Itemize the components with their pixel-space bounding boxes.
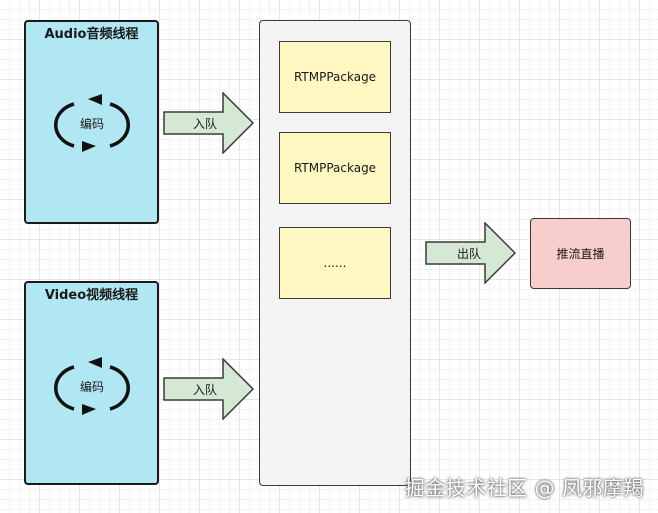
push-stream-box: 推流直播 [530,218,631,289]
right-arrow-icon [163,357,255,421]
enqueue-arrow-video: 入队 [163,357,255,421]
audio-thread: Audio音频线程 编码 [24,20,159,224]
queue-packet-1: RTMPPackage [279,41,391,113]
watermark: 掘金技术社区 @ 凤邪摩羯 [404,476,644,500]
dequeue-arrow: 出队 [425,221,517,285]
cycle-arrows-icon [54,94,130,152]
packet-queue: RTMPPackage RTMPPackage ...... [259,20,411,486]
video-encode-loop: 编码 [52,355,132,417]
enqueue-label-audio: 入队 [193,117,218,131]
video-thread: Video视频线程 编码 [24,281,159,485]
right-arrow-icon [425,221,517,285]
audio-thread-title: Audio音频线程 [44,27,139,42]
queue-packet-ellipsis: ...... [279,227,391,299]
right-arrow-icon [163,91,255,155]
audio-encode-loop: 编码 [52,92,132,154]
video-encode-label: 编码 [79,380,104,394]
cycle-arrows-icon [54,357,130,415]
video-thread-title: Video视频线程 [44,288,139,303]
dequeue-label: 出队 [457,247,482,261]
enqueue-label-video: 入队 [193,383,218,397]
audio-encode-label: 编码 [79,117,104,131]
queue-packet-2: RTMPPackage [279,132,391,204]
enqueue-arrow-audio: 入队 [163,91,255,155]
